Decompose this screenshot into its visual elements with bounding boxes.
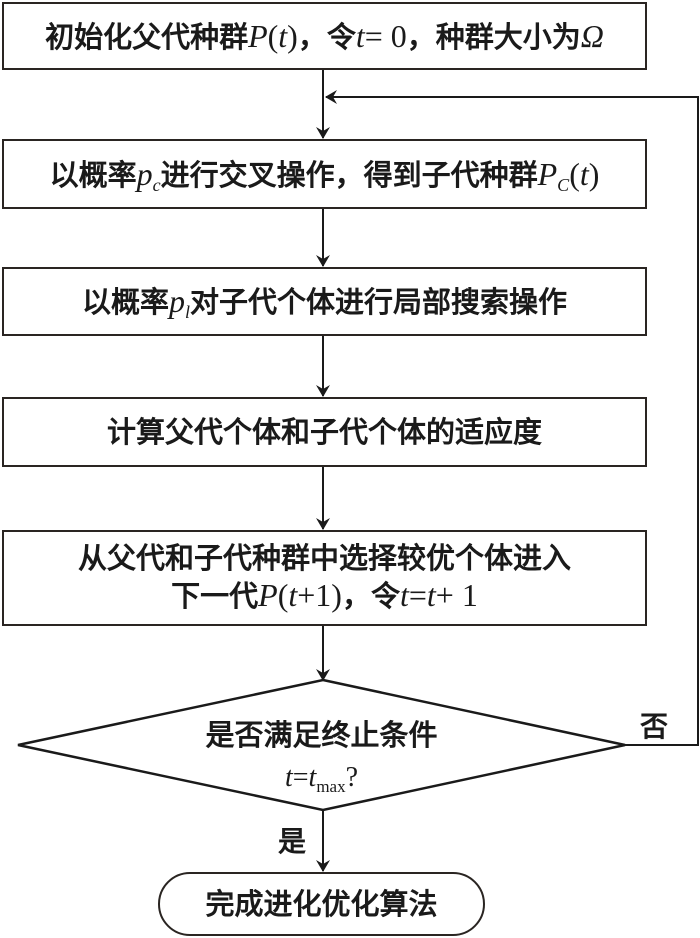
decision-eq: = bbox=[292, 762, 309, 793]
select-math-t3: t bbox=[426, 577, 436, 614]
loop-back-line bbox=[325, 90, 699, 746]
init-eq-zero: = 0 bbox=[364, 17, 407, 54]
local-search-text-2: 对子代个体进行局部搜索操作 bbox=[190, 285, 568, 320]
node-crossover: 以概率pc进行交叉操作，得到子代种群PC(t) bbox=[2, 139, 647, 209]
select-text-1: 下一代 bbox=[171, 579, 259, 614]
node-local-search: 以概率pl对子代个体进行局部搜索操作 bbox=[2, 267, 647, 336]
crossover-sub-c: c bbox=[152, 174, 161, 195]
local-search-text-1: 以概率 bbox=[81, 285, 169, 320]
crossover-text-2: 进行交叉操作，得到子代种群 bbox=[160, 157, 538, 192]
edge-label-yes: 是 bbox=[278, 825, 307, 858]
init-math-P: P bbox=[248, 17, 268, 54]
crossover-math-P: P bbox=[537, 155, 558, 192]
crossover-math-t: t bbox=[579, 155, 589, 192]
init-math-t2: t bbox=[355, 17, 365, 54]
select-math-t2: t bbox=[399, 577, 409, 614]
decision-math-t: t bbox=[284, 762, 293, 793]
select-text-2: ，令 bbox=[341, 579, 400, 614]
crossover-sub-C: C bbox=[557, 174, 570, 195]
crossover-math-p: p bbox=[136, 155, 153, 192]
decision-math-t2: t bbox=[308, 762, 317, 793]
local-search-sub-l: l bbox=[184, 302, 190, 323]
decision-line-2: t=tmax? bbox=[18, 762, 625, 796]
end-text: 完成进化优化算法 bbox=[205, 886, 438, 921]
local-search-math-p: p bbox=[168, 283, 185, 320]
node-init: 初始化父代种群P(t)，令t= 0，种群大小为Ω bbox=[2, 2, 647, 70]
decision-question: ? bbox=[345, 762, 359, 793]
edge-label-no: 否 bbox=[640, 710, 669, 743]
select-paren-open: ( bbox=[277, 577, 289, 614]
select-plus-one-2: + 1 bbox=[435, 577, 478, 614]
decision-sub-max: max bbox=[316, 777, 346, 796]
crossover-paren-open: ( bbox=[569, 155, 580, 192]
init-math-t: t bbox=[278, 17, 288, 54]
init-text-3: ，种群大小为 bbox=[406, 19, 581, 54]
decision-line-1: 是否满足终止条件 bbox=[205, 718, 438, 752]
node-fitness: 计算父代个体和子代个体的适应度 bbox=[2, 397, 647, 467]
init-text-1: 初始化父代种群 bbox=[45, 19, 249, 54]
crossover-paren-close: ) bbox=[588, 155, 600, 192]
init-paren-open: ( bbox=[267, 17, 279, 54]
select-plus-one: +1) bbox=[297, 577, 342, 614]
select-line-2: 下一代P(t+1)，令t=t+ 1 bbox=[171, 576, 478, 614]
init-text-2: ，令 bbox=[297, 19, 356, 54]
select-line-1: 从父代和子代种群中选择较优个体进入 bbox=[77, 541, 571, 576]
crossover-text-1: 以概率 bbox=[49, 157, 137, 192]
select-math-P: P bbox=[258, 577, 278, 614]
node-end: 完成进化优化算法 bbox=[158, 872, 485, 936]
node-select: 从父代和子代种群中选择较优个体进入 下一代P(t+1)，令t=t+ 1 bbox=[2, 530, 647, 626]
select-eq: = bbox=[408, 577, 427, 614]
select-math-t: t bbox=[288, 577, 298, 614]
init-paren-close: ) bbox=[287, 17, 298, 54]
fitness-text: 计算父代个体和子代个体的适应度 bbox=[106, 414, 542, 449]
init-math-omega: Ω bbox=[580, 17, 604, 54]
